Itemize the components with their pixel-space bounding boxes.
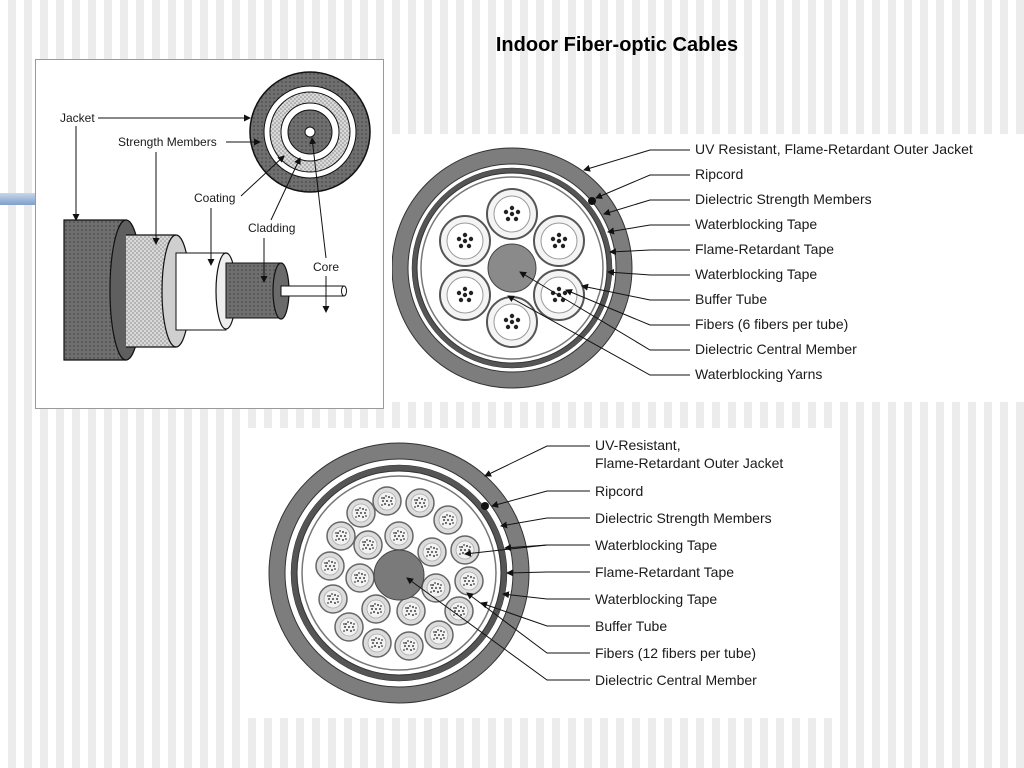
label-fibers: Fibers (12 fibers per tube) (595, 645, 756, 661)
ripcord-dot (481, 502, 489, 510)
cable-cross-section-6 (392, 147, 633, 389)
label-waterblocking-yarns: Waterblocking Yarns (695, 366, 822, 382)
label-coating: Coating (194, 191, 235, 205)
label-core: Core (313, 260, 339, 274)
label-strength-members: Dielectric Strength Members (695, 191, 872, 207)
label-outer-jacket-line2: Flame-Retardant Outer Jacket (595, 455, 783, 471)
label-cladding: Cladding (248, 221, 295, 235)
leader-lines (72, 114, 330, 313)
label-ripcord: Ripcord (595, 483, 643, 499)
buffer-tubes (439, 188, 585, 348)
label-central-member: Dielectric Central Member (695, 341, 857, 357)
label-jacket: Jacket (60, 111, 95, 125)
twelve-fiber-cable-diagram: UV-Resistant, Flame-Retardant Outer Jack… (247, 428, 837, 718)
leader-lines (507, 149, 690, 376)
label-central-member: Dielectric Central Member (595, 672, 757, 688)
label-waterblocking-tape-1: Waterblocking Tape (595, 537, 717, 553)
label-outer-jacket-line1: UV-Resistant, (595, 437, 681, 453)
label-waterblocking-tape-2: Waterblocking Tape (595, 591, 717, 607)
label-ripcord: Ripcord (695, 166, 743, 182)
label-buffer-tube: Buffer Tube (595, 618, 667, 634)
label-fibers: Fibers (6 fibers per tube) (695, 316, 848, 332)
ripcord-dot (588, 197, 596, 205)
leader-lines (406, 445, 590, 681)
label-waterblocking-tape-2: Waterblocking Tape (695, 266, 817, 282)
label-flame-retardant-tape: Flame-Retardant Tape (595, 564, 734, 580)
label-outer-jacket: UV Resistant, Flame-Retardant Outer Jack… (695, 141, 973, 157)
slide-title: Indoor Fiber-optic Cables (495, 34, 739, 56)
simple-cable-diagram: Jacket Strength Members Coating Cladding… (35, 59, 384, 409)
six-fiber-cable-diagram: UV Resistant, Flame-Retardant Outer Jack… (392, 134, 1024, 402)
label-strength-members: Strength Members (118, 135, 217, 149)
label-flame-retardant-tape: Flame-Retardant Tape (695, 241, 834, 257)
label-strength-members: Dielectric Strength Members (595, 510, 772, 526)
label-buffer-tube: Buffer Tube (695, 291, 767, 307)
label-waterblocking-tape-1: Waterblocking Tape (695, 216, 817, 232)
side-view (63, 219, 347, 361)
cable-cross-section-12 (268, 442, 530, 704)
cross-section (249, 71, 371, 193)
